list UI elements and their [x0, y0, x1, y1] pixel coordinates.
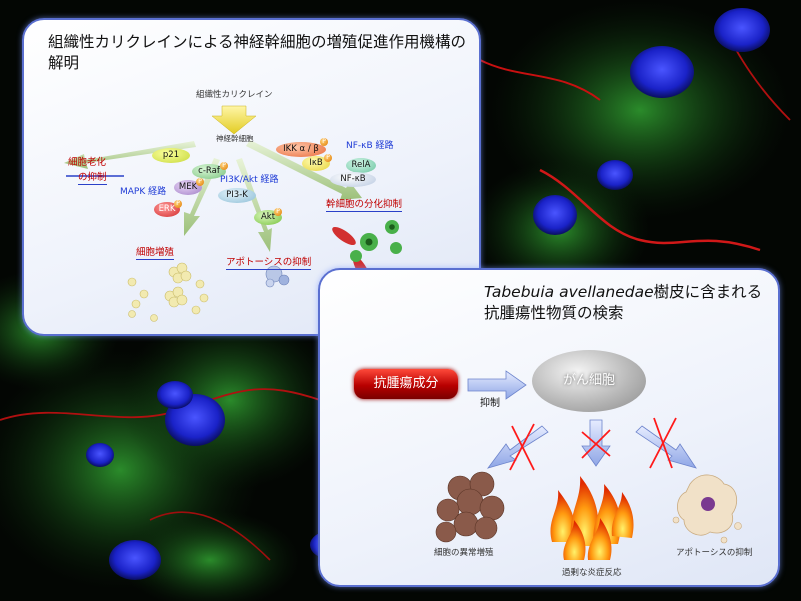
mapk-pathway-label: MAPK 経路 — [120, 187, 167, 197]
abnormal-growth-icon — [435, 471, 505, 543]
proliferation-label: 細胞増殖 — [136, 244, 175, 260]
mek-node: MEK — [174, 180, 202, 195]
nfkb-node: NF-κB — [330, 172, 376, 187]
inflammation-label: 過剰な炎症反応 — [562, 568, 622, 578]
erk-phospho: P — [174, 200, 182, 208]
antitumor-diagram — [435, 370, 742, 560]
ikk-node: IKK α / β — [276, 142, 326, 157]
species-name: Tabebuia avellanedae — [484, 283, 654, 301]
apoptotic-cell-icon — [672, 474, 742, 544]
suppress-arrow — [467, 370, 527, 400]
suppress-label: 抑制 — [480, 398, 500, 409]
arrow-to-abnormal-growth — [486, 425, 549, 469]
craf-node: c-Raf — [192, 164, 226, 179]
mek-phospho: P — [196, 178, 204, 186]
abnormal-growth-label: 細胞の異常増殖 — [434, 548, 494, 558]
antitumor-component-pill: 抗腫瘍成分 — [354, 369, 458, 399]
arrow-to-differentiation — [246, 140, 362, 200]
kallikrein-label: 組織性カリクレイン — [196, 90, 273, 100]
kallikrein-panel: 組織性カリクレインによる神経幹細胞の増殖促進作用機構の解明 — [22, 18, 481, 336]
erk-node: ERK — [154, 202, 180, 217]
pi3k-pathway-label: PI3K/Akt 経路 — [220, 175, 279, 185]
ikb-node: IκB — [302, 156, 330, 171]
arrow-to-apoptosis — [236, 158, 272, 252]
apoptosis-inhibition-label: アポトーシスの抑制 — [226, 254, 312, 270]
pi3k-node: PI3-K — [218, 188, 256, 203]
panel2-title-rest: 樹皮に含まれる抗腫瘍性物質の検索 — [484, 283, 763, 322]
senescence-inhibition-label: の抑制 — [78, 169, 107, 185]
inflammation-fire-icon — [550, 476, 634, 560]
ikk-phospho: P — [320, 138, 328, 146]
cancer-cell: がん細胞 — [532, 350, 646, 412]
apoptosis-cell-icon — [265, 265, 290, 288]
nsc-label: 神経幹細胞 — [216, 134, 254, 143]
craf-phospho: P — [220, 162, 228, 170]
apoptosis-suppression-label: アポトーシスの抑制 — [676, 548, 753, 558]
cross-marks — [509, 417, 677, 471]
differentiation-inhibition-label: 幹細胞の分化抑制 — [326, 196, 403, 212]
arrow-to-apoptosis-suppression — [635, 425, 697, 469]
rela-node: RelA — [346, 158, 376, 173]
ikb-phospho: P — [324, 154, 332, 162]
pathway-diagram — [64, 105, 402, 322]
senescence-label: 細胞老化 — [68, 157, 107, 168]
panel1-title: 組織性カリクレインによる神経幹細胞の増殖促進作用機構の解明 — [48, 33, 467, 72]
p21-node: p21 — [152, 148, 190, 163]
tabebuia-panel: Tabebuia avellanedae樹皮に含まれる抗腫瘍性物質の検索 — [318, 268, 780, 587]
kallikrein-arrow — [211, 105, 257, 135]
akt-phospho: P — [274, 208, 282, 216]
nfkb-pathway-label: NF-κB 経路 — [346, 141, 394, 151]
panel2-title: Tabebuia avellanedae樹皮に含まれる抗腫瘍性物質の検索 — [484, 282, 768, 324]
proliferating-cells — [127, 262, 209, 322]
